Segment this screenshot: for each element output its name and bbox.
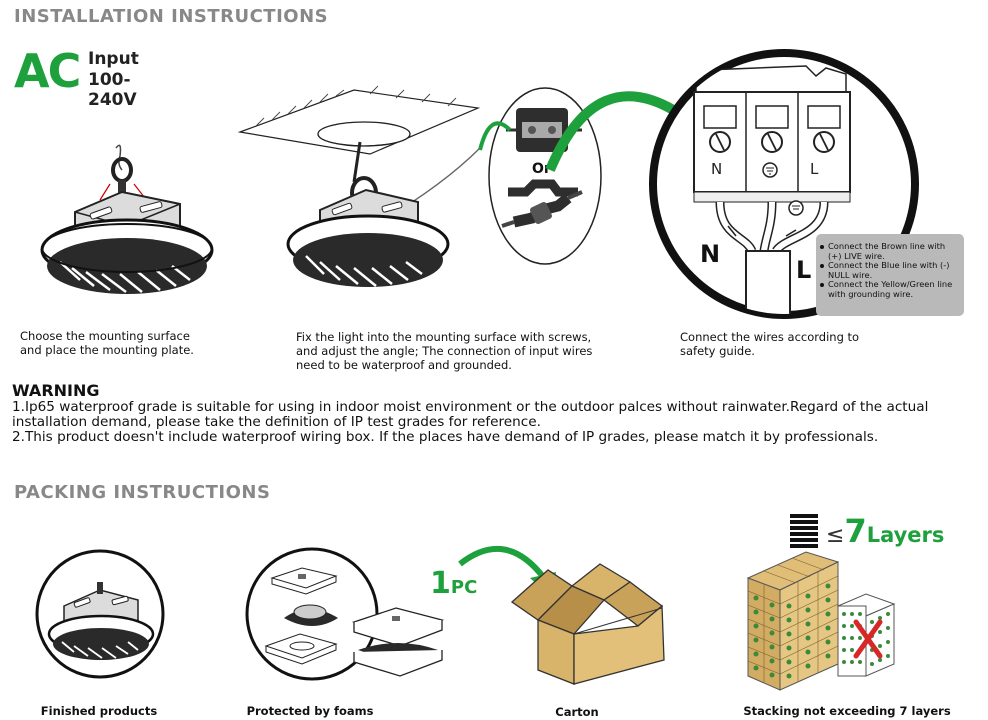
warning-line: 2.This product doesn't include waterproo… [12,429,879,445]
wiring-note: Connect the Brown line with (+) LIVE wir… [818,241,958,261]
terminal-n-label: N [711,160,723,178]
terminal-l-label: L [810,160,819,178]
stacked-cartons-illustration [746,551,896,691]
or-label: Or [532,161,551,177]
layers-limit-label: ≤7Layers [826,512,944,550]
quantity-number: 1 [430,566,451,601]
ac-voltage-label: 100-240V [88,70,137,110]
wire-n-label: N [700,240,721,268]
packing-caption-foams: Protected by foams [246,704,374,718]
warning-title: WARNING [12,381,100,400]
wiring-note: Connect the Yellow/Green line with groun… [818,280,958,299]
wiring-note: Connect the Blue line with (-) NULL wire… [818,260,958,280]
red-cross-icon [853,619,883,659]
installation-title: INSTALLATION INSTRUCTIONS [14,6,329,27]
ac-input-label: Input [88,49,139,69]
quantity-unit: PC [450,577,478,598]
carton-box-illustration [510,563,665,685]
packing-caption-stacking: Stacking not exceeding 7 layers [743,704,951,718]
quantity-label: 1PC [430,566,477,601]
wire-l-label: L [796,256,812,284]
lamp-with-hook-illustration [40,144,214,294]
layers-stack-icon [790,514,818,548]
warning-line: 1.Ip65 waterproof grade is suitable for … [12,399,929,415]
less-equal-symbol: ≤ [826,523,845,548]
packing-caption-carton: Carton [555,705,599,719]
wiring-notes-box: Connect the Brown line with (+) LIVE wir… [816,234,964,316]
step-2-caption: Fix the light into the mounting surface … [296,330,593,372]
layers-word: Layers [866,523,945,547]
step-1-caption: Choose the mounting surface and place th… [20,329,194,357]
foam-protection-illustration [245,547,379,681]
warning-text: 1.Ip65 waterproof grade is suitable for … [12,400,928,445]
finished-product-illustration [35,549,165,679]
layers-number: 7 [844,512,867,550]
ceiling-mount-illustration [237,85,481,287]
packing-caption-finished: Finished products [40,704,158,718]
foam-boxed-product-illustration [351,607,445,677]
packing-title: PACKING INSTRUCTIONS [14,482,271,503]
ac-big-label: AC [14,44,81,98]
step-3-caption: Connect the wires according to safety gu… [680,330,860,358]
warning-line: installation demand, please take the def… [12,414,541,430]
